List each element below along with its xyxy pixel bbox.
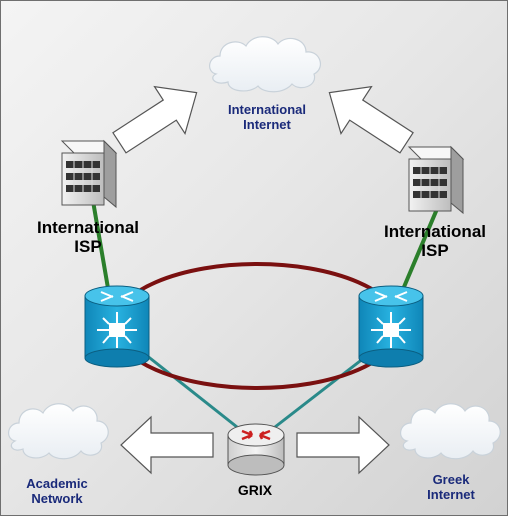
server-building-icon (407, 145, 465, 215)
server-building-icon (60, 139, 118, 209)
label-international-isp-left: International ISP (36, 218, 139, 256)
router-icon (227, 423, 285, 476)
label-grix: GRIX (237, 482, 273, 498)
uplink-right (399, 208, 439, 295)
cloud-icon (400, 403, 501, 460)
uplink-left (91, 200, 111, 295)
multilayer-switch-icon (84, 285, 150, 368)
block-arrow-icon (296, 415, 390, 475)
label-greek-internet: Greek Internet (427, 472, 475, 502)
block-arrow-icon (120, 415, 214, 475)
backbone-ring (112, 262, 402, 390)
label-international-internet: International Internet (227, 102, 306, 132)
label-academic-network: Academic Network (26, 476, 88, 506)
block-arrow-icon (328, 85, 414, 154)
multilayer-switch-icon (358, 285, 424, 368)
downlink-right (274, 349, 374, 429)
downlink-left (140, 349, 238, 429)
block-arrow-icon (112, 85, 198, 154)
cloud-icon (209, 36, 322, 93)
cloud-icon (8, 403, 109, 460)
label-international-isp-right: International ISP (383, 222, 486, 260)
